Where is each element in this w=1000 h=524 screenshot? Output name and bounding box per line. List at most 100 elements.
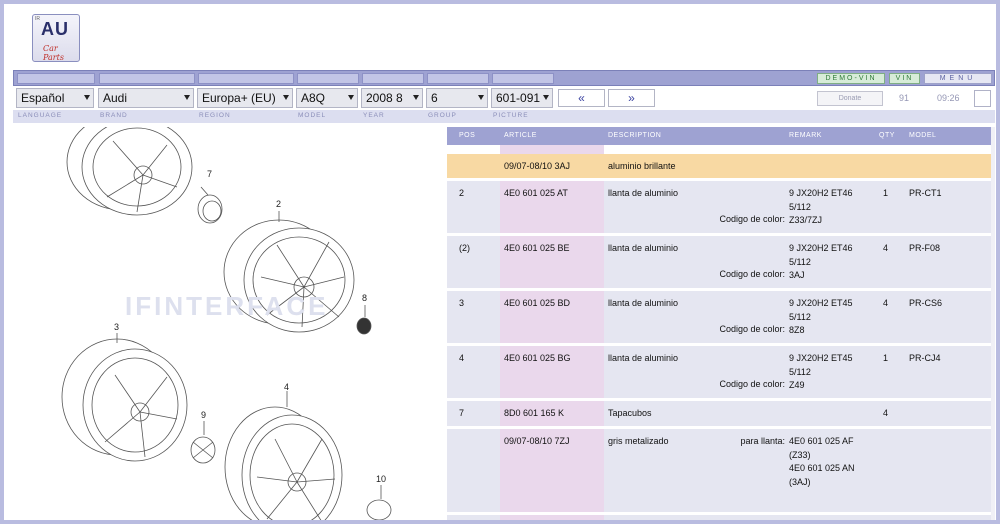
callout-8[interactable]: 8 (362, 293, 368, 303)
model-select-value: A8Q (301, 91, 326, 105)
year-select[interactable]: 2008 8 (361, 88, 423, 108)
chevron-down-icon (283, 95, 289, 100)
logo-text: AU (41, 19, 69, 39)
cell-pos: 3 (459, 298, 465, 308)
cell-qty: 4 (883, 408, 889, 418)
cell-pos: (2) (459, 243, 470, 253)
cell-remark-line: 5/112 (789, 366, 811, 377)
callout-3[interactable]: 3 (114, 322, 120, 332)
group-select[interactable]: 6 (426, 88, 488, 108)
clock: 09:26 (937, 93, 960, 103)
label-brand: BRAND (100, 112, 128, 119)
toolbar-slot-model (297, 73, 359, 84)
cell-remark-label: para llanta: (740, 436, 785, 446)
group-select-value: 6 (431, 91, 438, 105)
parts-table: POS ARTICLE DESCRIPTION REMARK QTY MODEL… (447, 127, 995, 520)
picture-select[interactable]: 601-091 (491, 88, 553, 108)
row-article-bg (500, 181, 604, 233)
cell-qty: 4 (883, 243, 889, 253)
region-select-value: Europa+ (EU) (202, 91, 276, 105)
chevron-down-icon (543, 95, 549, 100)
cell-qty: 1 (883, 353, 889, 363)
cell-remark-line: (3AJ) (789, 476, 811, 487)
toolbar-slot-brand (99, 73, 195, 84)
table-scrollbar[interactable] (991, 127, 995, 520)
cell-remark-label: Codigo de color: (719, 324, 785, 334)
demo-vin-button[interactable]: DEMO-VIN (817, 73, 885, 84)
cell-article[interactable]: 4E0 601 025 BG (504, 353, 571, 363)
row-article-bg (500, 154, 604, 178)
row-article-bg (500, 291, 604, 343)
cell-remark-line: 9 JX20H2 ET45 (789, 353, 853, 363)
header-qty: QTY (879, 132, 895, 139)
cell-remark-line: 4E0 601 025 AF (789, 436, 854, 446)
row-article-bg (500, 515, 604, 520)
cell-remark-line: (Z33) (789, 449, 811, 460)
label-group: GROUP (428, 112, 457, 119)
cell-remark-label: Codigo de color: (719, 269, 785, 279)
donate-button[interactable]: Donate (817, 91, 883, 106)
cell-article[interactable]: 4E0 601 025 AT (504, 188, 568, 198)
picture-select-value: 601-091 (496, 91, 541, 105)
cell-remark-line: 3AJ (789, 270, 805, 280)
parts-diagram[interactable]: IFINTERFACE 7 2 8 3 9 4 10 (17, 127, 442, 520)
header-description: DESCRIPTION (608, 132, 662, 139)
cell-model: PR-CT1 (909, 188, 942, 198)
callout-4[interactable]: 4 (284, 382, 290, 392)
chevron-down-icon (478, 95, 484, 100)
cell-qty: 1 (883, 188, 889, 198)
vin-button[interactable]: VIN (889, 73, 920, 84)
table-row[interactable]: 84E0 601 170 ATapacubos4 (447, 515, 995, 520)
callout-9[interactable]: 9 (201, 410, 207, 420)
app-logo[interactable]: IR AU Car Parts (32, 14, 80, 62)
table-header: POS ARTICLE DESCRIPTION REMARK QTY MODEL (447, 127, 995, 145)
row-bg (447, 515, 995, 520)
language-select[interactable]: Español (16, 88, 94, 108)
watermark: IFINTERFACE (125, 291, 329, 321)
logo-badge: IR (35, 16, 40, 22)
row-article-bg (500, 429, 604, 512)
cell-article[interactable]: 4E0 601 025 BE (504, 243, 570, 253)
cell-pos: 4 (459, 353, 465, 363)
cell-description: llanta de aluminio (608, 188, 679, 198)
cell-qty: 4 (883, 298, 889, 308)
label-model: MODEL (298, 112, 327, 119)
menu-button[interactable]: MENU (924, 73, 992, 84)
cell-model: PR-F08 (909, 243, 941, 253)
region-select[interactable]: Europa+ (EU) (197, 88, 293, 108)
next-picture-button[interactable]: » (608, 89, 655, 107)
chevron-down-icon (84, 95, 90, 100)
wheel-drawing (61, 127, 392, 520)
year-select-value: 2008 8 (366, 91, 403, 105)
cell-remark-line: 9 JX20H2 ET46 (789, 243, 853, 253)
cell-description: llanta de aluminio (608, 243, 679, 253)
label-region: REGION (199, 112, 231, 119)
row-article-bg (500, 236, 604, 288)
callout-2[interactable]: 2 (276, 199, 282, 209)
callout-10[interactable]: 10 (376, 474, 387, 484)
cell-article[interactable]: 09/07-08/10 3AJ (504, 161, 571, 171)
cell-article[interactable]: 4E0 601 025 BD (504, 298, 571, 308)
selector-bar: Español Audi Europa+ (EU) A8Q 2008 8 6 6… (13, 88, 995, 110)
cell-article[interactable]: 09/07-08/10 7ZJ (504, 436, 570, 446)
cell-remark-line: 9 JX20H2 ET45 (789, 298, 853, 308)
cell-remark-label: Codigo de color: (719, 379, 785, 389)
cell-remark-line: 5/112 (789, 256, 811, 267)
corner-box[interactable] (974, 90, 991, 107)
model-select[interactable]: A8Q (296, 88, 358, 108)
prev-picture-button[interactable]: « (558, 89, 605, 107)
brand-select[interactable]: Audi (98, 88, 194, 108)
brand-select-value: Audi (103, 91, 128, 105)
callout-7[interactable]: 7 (207, 169, 213, 179)
header-remark: REMARK (789, 132, 822, 139)
chevron-down-icon (348, 95, 354, 100)
cell-article[interactable]: 8D0 601 165 K (504, 408, 565, 418)
cell-remark-line: 9 JX20H2 ET46 (789, 188, 853, 198)
